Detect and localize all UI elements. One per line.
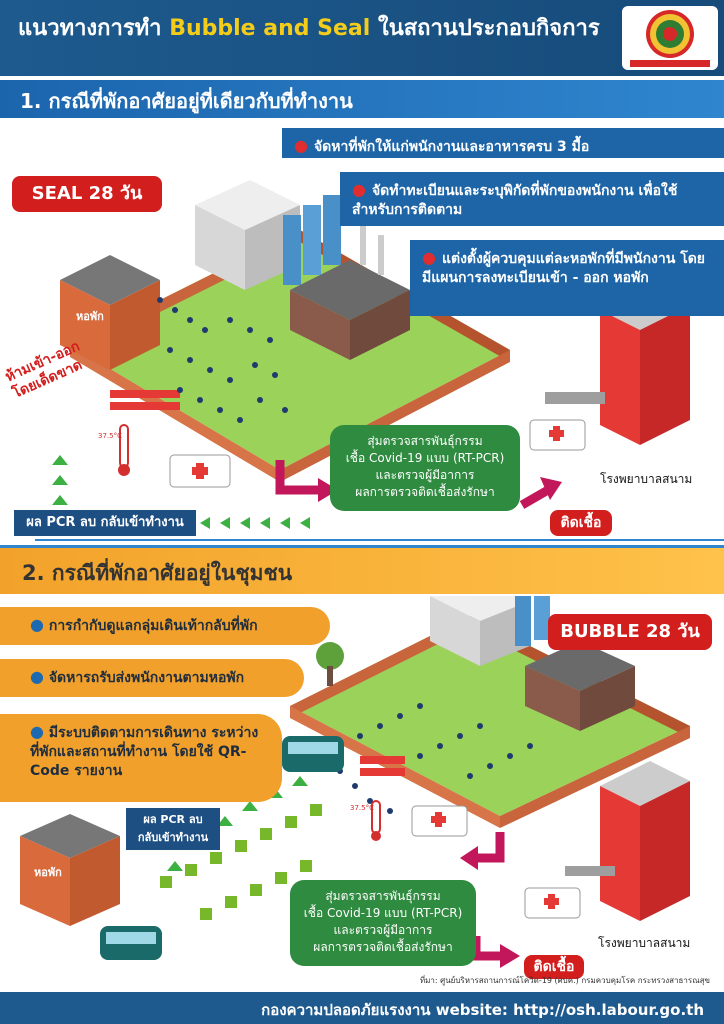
section1-title-bar: 1. กรณีที่พักอาศัยอยู่ที่เดียวกับที่ทำงา… xyxy=(0,80,724,118)
source-note: ที่มา: ศูนย์บริหารสถานการณ์โควิด-19 (ศบค… xyxy=(419,976,710,985)
section2-bullet-2: ● จัดหารถรับส่งพนักงานตามหอพัก xyxy=(0,659,304,697)
footer-text: กองความปลอดภัยแรงงาน website: http://osh… xyxy=(261,1001,704,1019)
svg-text:37.5°C: 37.5°C xyxy=(98,432,122,440)
section2-bullet-3: ● มีระบบติดตามการเดินทาง ระหว่างที่พักแล… xyxy=(0,714,282,802)
section1-title: 1. กรณีที่พักอาศัยอยู่ที่เดียวกับที่ทำงา… xyxy=(20,89,353,113)
bullet-dot-icon: ● xyxy=(30,667,44,686)
title-highlight: Bubble and Seal xyxy=(169,16,371,41)
section1-hospital-label: โรงพยาบาลสนาม xyxy=(600,472,693,486)
section-divider xyxy=(0,545,724,548)
section1-bullet-2: ●จัดทำทะเบียนและระบุพิกัดที่พักของพนักงา… xyxy=(340,172,724,226)
section2-pcr-negative: ผล PCR ลบ กลับเข้าทำงาน xyxy=(126,808,220,850)
bullet-dot-icon: ● xyxy=(352,180,366,199)
section2-infected-tag: ติดเชื้อ xyxy=(524,955,584,979)
section1-infected-tag: ติดเชื้อ xyxy=(550,510,612,536)
page-title: แนวทางการทำ Bubble and Seal ในสถานประกอบ… xyxy=(18,16,600,41)
section2-screening-box: สุ่มตรวจสารพันธุ์กรรม เชื้อ Covid-19 แบบ… xyxy=(290,880,476,966)
svg-text:37.5°C: 37.5°C xyxy=(350,804,374,812)
header-bar: แนวทางการทำ Bubble and Seal ในสถานประกอบ… xyxy=(0,0,724,76)
footer-bar: กองความปลอดภัยแรงงาน website: http://osh… xyxy=(0,992,724,1024)
bubble-tag: BUBBLE 28 วัน xyxy=(548,614,712,650)
section2-illustration: 37.5°C หอพัก xyxy=(20,596,690,968)
section1-illustration: หอพัก 37.5°C xyxy=(35,180,724,541)
section1-bullet-3: ●แต่งตั้งผู้ควบคุมแต่ละหอพักที่มีพนักงาน… xyxy=(410,240,724,316)
bullet-dot-icon: ● xyxy=(30,615,44,634)
bullet-dot-icon: ● xyxy=(30,722,44,741)
section2-title: 2. กรณีที่พักอาศัยอยู่ในชุมชน xyxy=(22,561,293,585)
section1-screening-box: สุ่มตรวจสารพันธุ์กรรม เชื้อ Covid-19 แบบ… xyxy=(330,425,520,511)
section2-hospital-label: โรงพยาบาลสนาม xyxy=(598,936,691,950)
department-logo xyxy=(622,6,718,70)
bullet-dot-icon: ● xyxy=(294,136,308,155)
dorm2-sign: หอพัก xyxy=(34,866,62,879)
dorm-sign: หอพัก xyxy=(76,310,104,323)
seal-tag: SEAL 28 วัน xyxy=(12,176,162,212)
section1-bullet-1: ●จัดหาที่พักให้แก่พนักงานและอาหารครบ 3 ม… xyxy=(282,128,724,158)
section1-pcr-negative: ผล PCR ลบ กลับเข้าทำงาน xyxy=(14,510,196,536)
bullet-dot-icon: ● xyxy=(422,248,436,267)
section2-title-bar: 2. กรณีที่พักอาศัยอยู่ในชุมชน xyxy=(0,548,724,594)
section2-bullet-1: ● การกำกับดูแลกลุ่มเดินเท้ากลับที่พัก xyxy=(0,607,330,645)
